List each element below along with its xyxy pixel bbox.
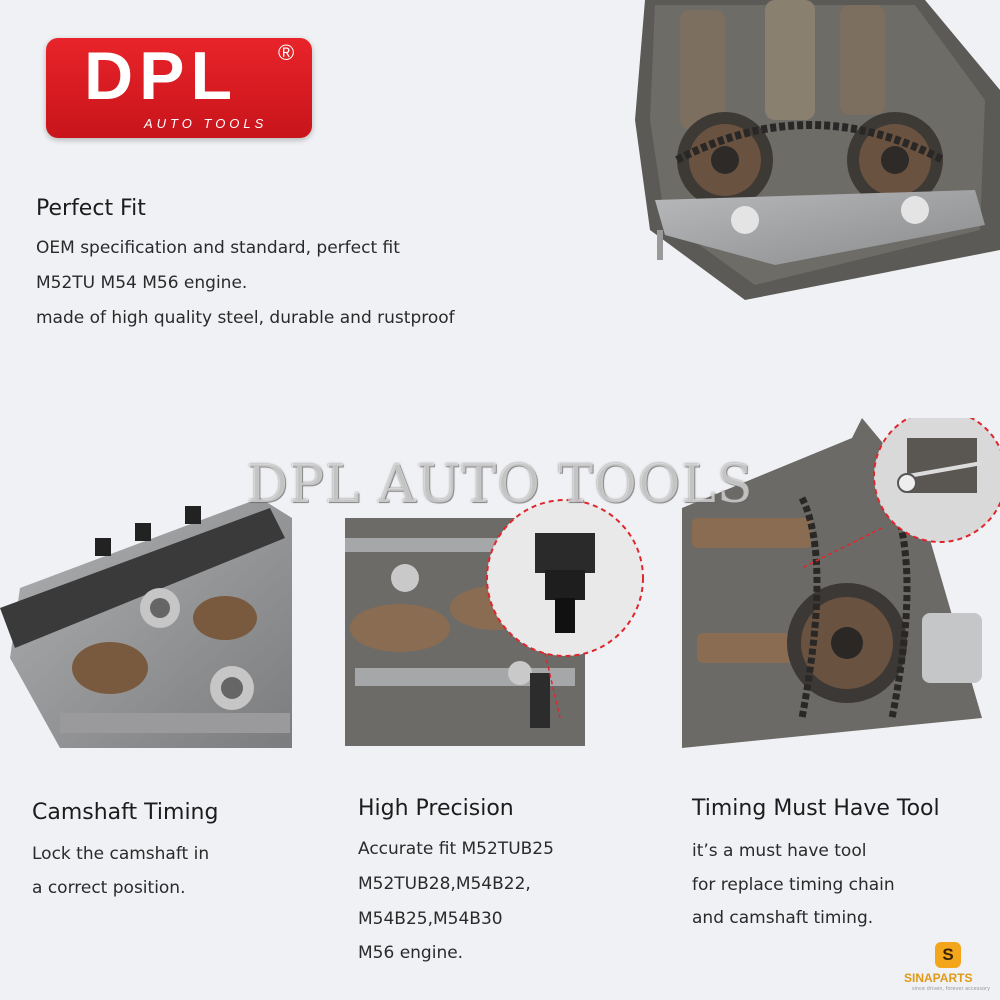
engine-head-photo [635,0,1000,300]
feature-line: M52TU M54 M56 engine. [36,273,248,293]
feature-line: M56 engine. [358,943,464,963]
feature-line: a correct position. [32,878,186,898]
watermark-text: DPL AUTO TOOLS [246,455,754,515]
feature-line: M54B25,M54B30 [358,909,503,929]
feature-heading-perfect-fit: Perfect Fit [36,196,146,221]
sinaparts-tagline: since driven, forever accessory [912,986,991,992]
feature-line: and camshaft timing. [692,908,874,928]
feature-line: M52TUB28,M54B22, [358,874,531,894]
feature-line: it’s a must have tool [692,841,867,861]
camshaft-lock-photo [0,498,292,748]
feature-line: OEM specification and standard, perfect … [36,238,400,258]
feature-line: for replace timing chain [692,875,895,895]
feature-heading-timing-must-have-tool: Timing Must Have Tool [692,796,940,821]
feature-line: Lock the camshaft in [32,844,210,864]
logo-subtitle: AUTO TOOLS [144,116,268,131]
sinaparts-name: SINAPARTS [904,971,973,985]
feature-line: Accurate fit M52TUB25 [358,839,554,859]
timing-chain-photo [682,418,1000,748]
feature-heading-high-precision: High Precision [358,796,514,821]
brand-logo: DPL ® AUTO TOOLS [46,38,312,138]
feature-line: made of high quality steel, durable and … [36,308,455,328]
precision-pin-photo [345,499,644,746]
logo-wordmark: DPL [84,38,238,114]
sinaparts-logo-icon: S [935,942,961,968]
feature-heading-camshaft-timing: Camshaft Timing [32,800,219,825]
logo-registered-mark: ® [278,40,295,65]
